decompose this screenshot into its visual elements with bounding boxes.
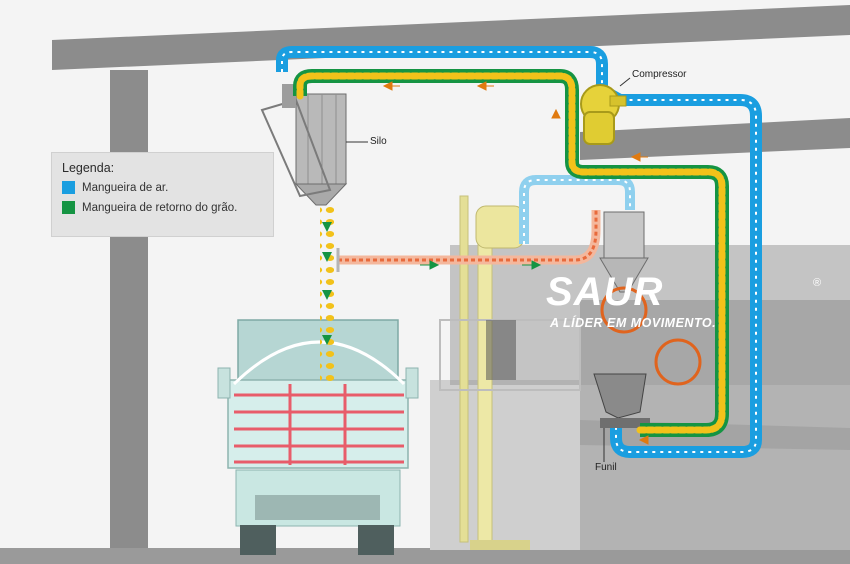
legend-title: Legenda:: [62, 161, 115, 175]
compressor: [580, 77, 631, 145]
silo-label: Silo: [370, 136, 387, 147]
blower-unit: [475, 205, 525, 249]
floor-slab: [0, 548, 850, 564]
right-mirror: [405, 367, 419, 399]
compressor-label: Compressor: [632, 69, 687, 80]
air-hose-swatch: [62, 181, 75, 194]
registered-mark: ®: [813, 277, 822, 289]
legend-item-label: Mangueira de ar.: [82, 181, 169, 194]
cyclone-separator: [599, 211, 702, 386]
legend-box: Legenda: Mangueira de ar. Mangueira de r…: [51, 152, 274, 237]
silo-inlet: [282, 84, 296, 108]
right-beam: [580, 118, 850, 160]
truck: [217, 319, 419, 555]
grain-transfer-hose: [336, 210, 601, 272]
truck-bumper: [235, 469, 401, 527]
brand-watermark: SAUR A LÍDER EM MOVIMENTO.: [546, 272, 836, 330]
grain-stream: [320, 205, 334, 385]
silo-body: [295, 93, 347, 185]
funil-label: Funil: [595, 462, 617, 473]
truck-grille: [255, 495, 380, 520]
left-mirror: [217, 367, 231, 399]
elevator-tower: [439, 195, 581, 550]
front-left-wheel: [240, 525, 276, 555]
left-column: [110, 70, 148, 564]
roof-beam: [52, 5, 850, 70]
truck-cab-roof: [237, 319, 399, 383]
back-wall: [430, 380, 580, 550]
brand-name: SAUR: [546, 270, 664, 314]
legend-item-label: Mangueira de retorno do grão.: [82, 201, 238, 214]
green-flow-arrows: [420, 260, 542, 270]
front-right-wheel: [358, 525, 394, 555]
truck-tarp-arch: [232, 340, 406, 386]
silo: [260, 84, 368, 206]
brand-tagline: A LÍDER EM MOVIMENTO.: [550, 316, 717, 330]
funnel: [593, 373, 650, 462]
truck-rails: [234, 384, 404, 465]
brand-band: [450, 245, 850, 385]
truck-body: [227, 379, 409, 469]
legend-item-air-hose: Mangueira de ar.: [62, 181, 263, 194]
legend-item-grain-hose: Mangueira de retorno do grão.: [62, 201, 263, 214]
grain-hose-swatch: [62, 201, 75, 214]
flow-arrows: [382, 81, 649, 445]
